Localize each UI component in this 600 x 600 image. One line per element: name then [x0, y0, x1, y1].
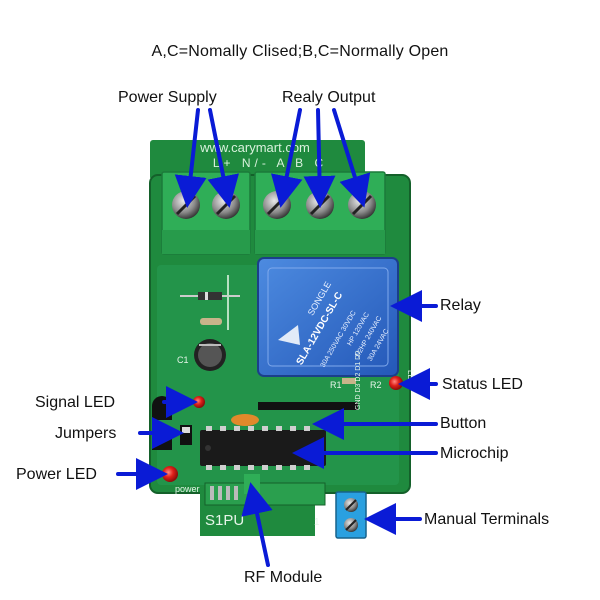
silk-1: 1 [314, 517, 320, 528]
power-terminal-block [161, 171, 251, 255]
resistor-small [200, 318, 222, 325]
label-status-led: Status LED [442, 376, 523, 393]
label-relay: Relay [440, 297, 481, 314]
header-note: A,C=Nomally Clised;B,C=Normally Open [151, 43, 449, 60]
arrow-relay-output-c [332, 108, 371, 208]
manual-terminal-block [335, 491, 367, 539]
arrow-power-supply-1 [174, 108, 207, 208]
label-relay-output: Realy Output [282, 89, 376, 106]
jumper-header [180, 425, 192, 445]
silk-r1: R1 [330, 380, 342, 390]
silk-website: www.carymart.com [199, 140, 310, 155]
label-rf-module: RF Module [244, 569, 323, 586]
label-signal-led: Signal LED [35, 394, 116, 411]
arrows [116, 108, 438, 567]
diode [198, 292, 222, 300]
label-jumpers: Jumpers [55, 425, 117, 442]
label-button: Button [440, 415, 487, 432]
pin-header [258, 402, 358, 410]
pcb-top-tab [150, 140, 365, 180]
silk-gnd: GND D3 D2 D1 D0 [355, 351, 362, 410]
transistor-1 [152, 396, 172, 420]
status-led [389, 376, 403, 390]
microchip [200, 426, 326, 470]
push-button [231, 414, 259, 426]
arrow-relay-output-b [303, 108, 336, 208]
label-power-supply: Power Supply [118, 89, 217, 106]
silk-terminal-marks: L+ N/- A B C [213, 156, 327, 170]
relay-component: SONGLE SLA-12VDC-SL-C 30A 250VAC 30VDC H… [257, 257, 399, 377]
arrow-relay-output-a [271, 108, 303, 208]
silk-c1: C1 [177, 355, 189, 365]
silk-s1pu: S1PU [205, 512, 244, 529]
transistor-2 [152, 426, 172, 450]
label-manual-terminals: Manual Terminals [424, 511, 550, 528]
label-microchip: Microchip [440, 445, 509, 462]
relay-logo [278, 325, 300, 345]
silk-r2: R2 [370, 380, 382, 390]
arrow-power-supply-2 [207, 108, 239, 208]
power-led [162, 466, 178, 482]
label-power-led: Power LED [16, 466, 97, 483]
silk-power: power [175, 484, 200, 494]
arrow-rf-module [241, 482, 273, 567]
signal-led [193, 396, 205, 408]
